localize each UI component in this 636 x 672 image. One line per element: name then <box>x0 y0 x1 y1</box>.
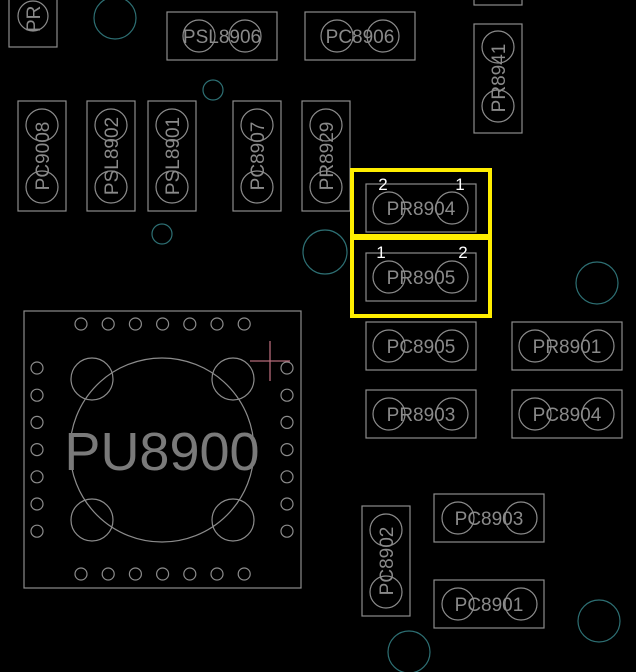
chip-pin <box>280 361 294 375</box>
component-psl8901[interactable]: PSL8901 <box>147 100 197 212</box>
chip-pin <box>237 317 251 331</box>
pin-number: 1 <box>455 175 464 194</box>
component-pc8901[interactable]: PC8901 <box>433 579 545 629</box>
via <box>151 223 173 245</box>
corner-via <box>211 357 255 401</box>
chip-pin <box>74 567 88 581</box>
via <box>387 630 431 672</box>
component-psl8902[interactable]: PSL8902 <box>86 100 136 212</box>
vias <box>93 0 621 672</box>
component-pc8905[interactable]: PC8905 <box>365 321 477 371</box>
component-label: PC9008 <box>33 122 54 191</box>
component-pr8905[interactable]: PR8905 1 2 <box>350 236 492 318</box>
via <box>93 0 137 40</box>
component-label: PR8901 <box>533 337 602 358</box>
chip-pin <box>128 567 142 581</box>
chip-pin <box>128 317 142 331</box>
component-pc8906[interactable]: PC8906 <box>304 11 416 61</box>
chip-pin <box>183 567 197 581</box>
component-partial-top <box>473 0 523 6</box>
chip-pin <box>237 567 251 581</box>
component-label: PC8901 <box>455 595 524 616</box>
component-pu8900[interactable]: PU8900 <box>23 310 302 589</box>
component-pr8903[interactable]: PR8903 <box>365 389 477 439</box>
component-label: PC8907 <box>248 122 269 191</box>
component-pr8929[interactable]: PR8929 <box>301 100 351 212</box>
component-pr-topleft[interactable]: PR <box>8 0 58 48</box>
thermal-pad <box>69 357 255 543</box>
pin-number: 1 <box>376 243 385 262</box>
chip-pin <box>156 567 170 581</box>
chip-pin <box>280 524 294 538</box>
via <box>575 261 619 305</box>
chip-pin <box>30 415 44 429</box>
component-pr8904[interactable]: PR8904 2 1 <box>350 168 492 238</box>
chip-pin <box>210 567 224 581</box>
component-pc8902[interactable]: PC8902 <box>361 505 411 617</box>
component-pc8904[interactable]: PC8904 <box>511 389 623 439</box>
component-label: PSL8906 <box>183 27 261 48</box>
chip-pin <box>74 317 88 331</box>
chip-pins <box>30 317 294 581</box>
corner-via <box>70 357 114 401</box>
component-label: PR8941 <box>489 44 510 113</box>
chip-pin <box>30 524 44 538</box>
chip-pin <box>183 317 197 331</box>
chip-pin <box>30 470 44 484</box>
component-label: PR8903 <box>387 405 456 426</box>
via <box>302 229 348 275</box>
highlight-box <box>350 236 492 318</box>
component-label: PSL8902 <box>102 117 123 195</box>
chip-pin <box>30 443 44 457</box>
chip-pin <box>30 497 44 511</box>
component-label: PR8904 <box>387 199 456 220</box>
pin-number: 2 <box>378 175 387 194</box>
chip-pin <box>280 443 294 457</box>
chip-label: PU8900 <box>64 422 259 482</box>
component-label: PR8905 <box>387 268 456 289</box>
corner-via <box>70 498 114 542</box>
chip-pin <box>280 497 294 511</box>
component-psl8906[interactable]: PSL8906 <box>166 11 278 61</box>
component-pc9008[interactable]: PC9008 <box>17 100 67 212</box>
component-label: PC8904 <box>533 405 602 426</box>
component-pr8901[interactable]: PR8901 <box>511 321 623 371</box>
chip-pin <box>280 470 294 484</box>
component-pc8903[interactable]: PC8903 <box>433 493 545 543</box>
corner-via <box>211 498 255 542</box>
chip-pin <box>30 388 44 402</box>
chip-pin <box>280 388 294 402</box>
component-label: PC8906 <box>326 27 395 48</box>
via <box>577 599 621 643</box>
pin-number: 2 <box>458 243 467 262</box>
component-label: PR <box>24 6 45 32</box>
chip-pin <box>210 317 224 331</box>
chip-pin <box>101 567 115 581</box>
component-label: PC8905 <box>387 337 456 358</box>
component-label: PC8902 <box>377 527 398 596</box>
via <box>202 79 224 101</box>
chip-pin <box>156 317 170 331</box>
component-pc8907[interactable]: PC8907 <box>232 100 282 212</box>
component-label: PSL8901 <box>163 117 184 195</box>
chip-pin <box>280 415 294 429</box>
component-label: PR8929 <box>317 122 338 191</box>
chip-pin <box>101 317 115 331</box>
chip-pin <box>30 361 44 375</box>
component-pr8941[interactable]: PR8941 <box>473 23 523 134</box>
component-label: PC8903 <box>455 509 524 530</box>
